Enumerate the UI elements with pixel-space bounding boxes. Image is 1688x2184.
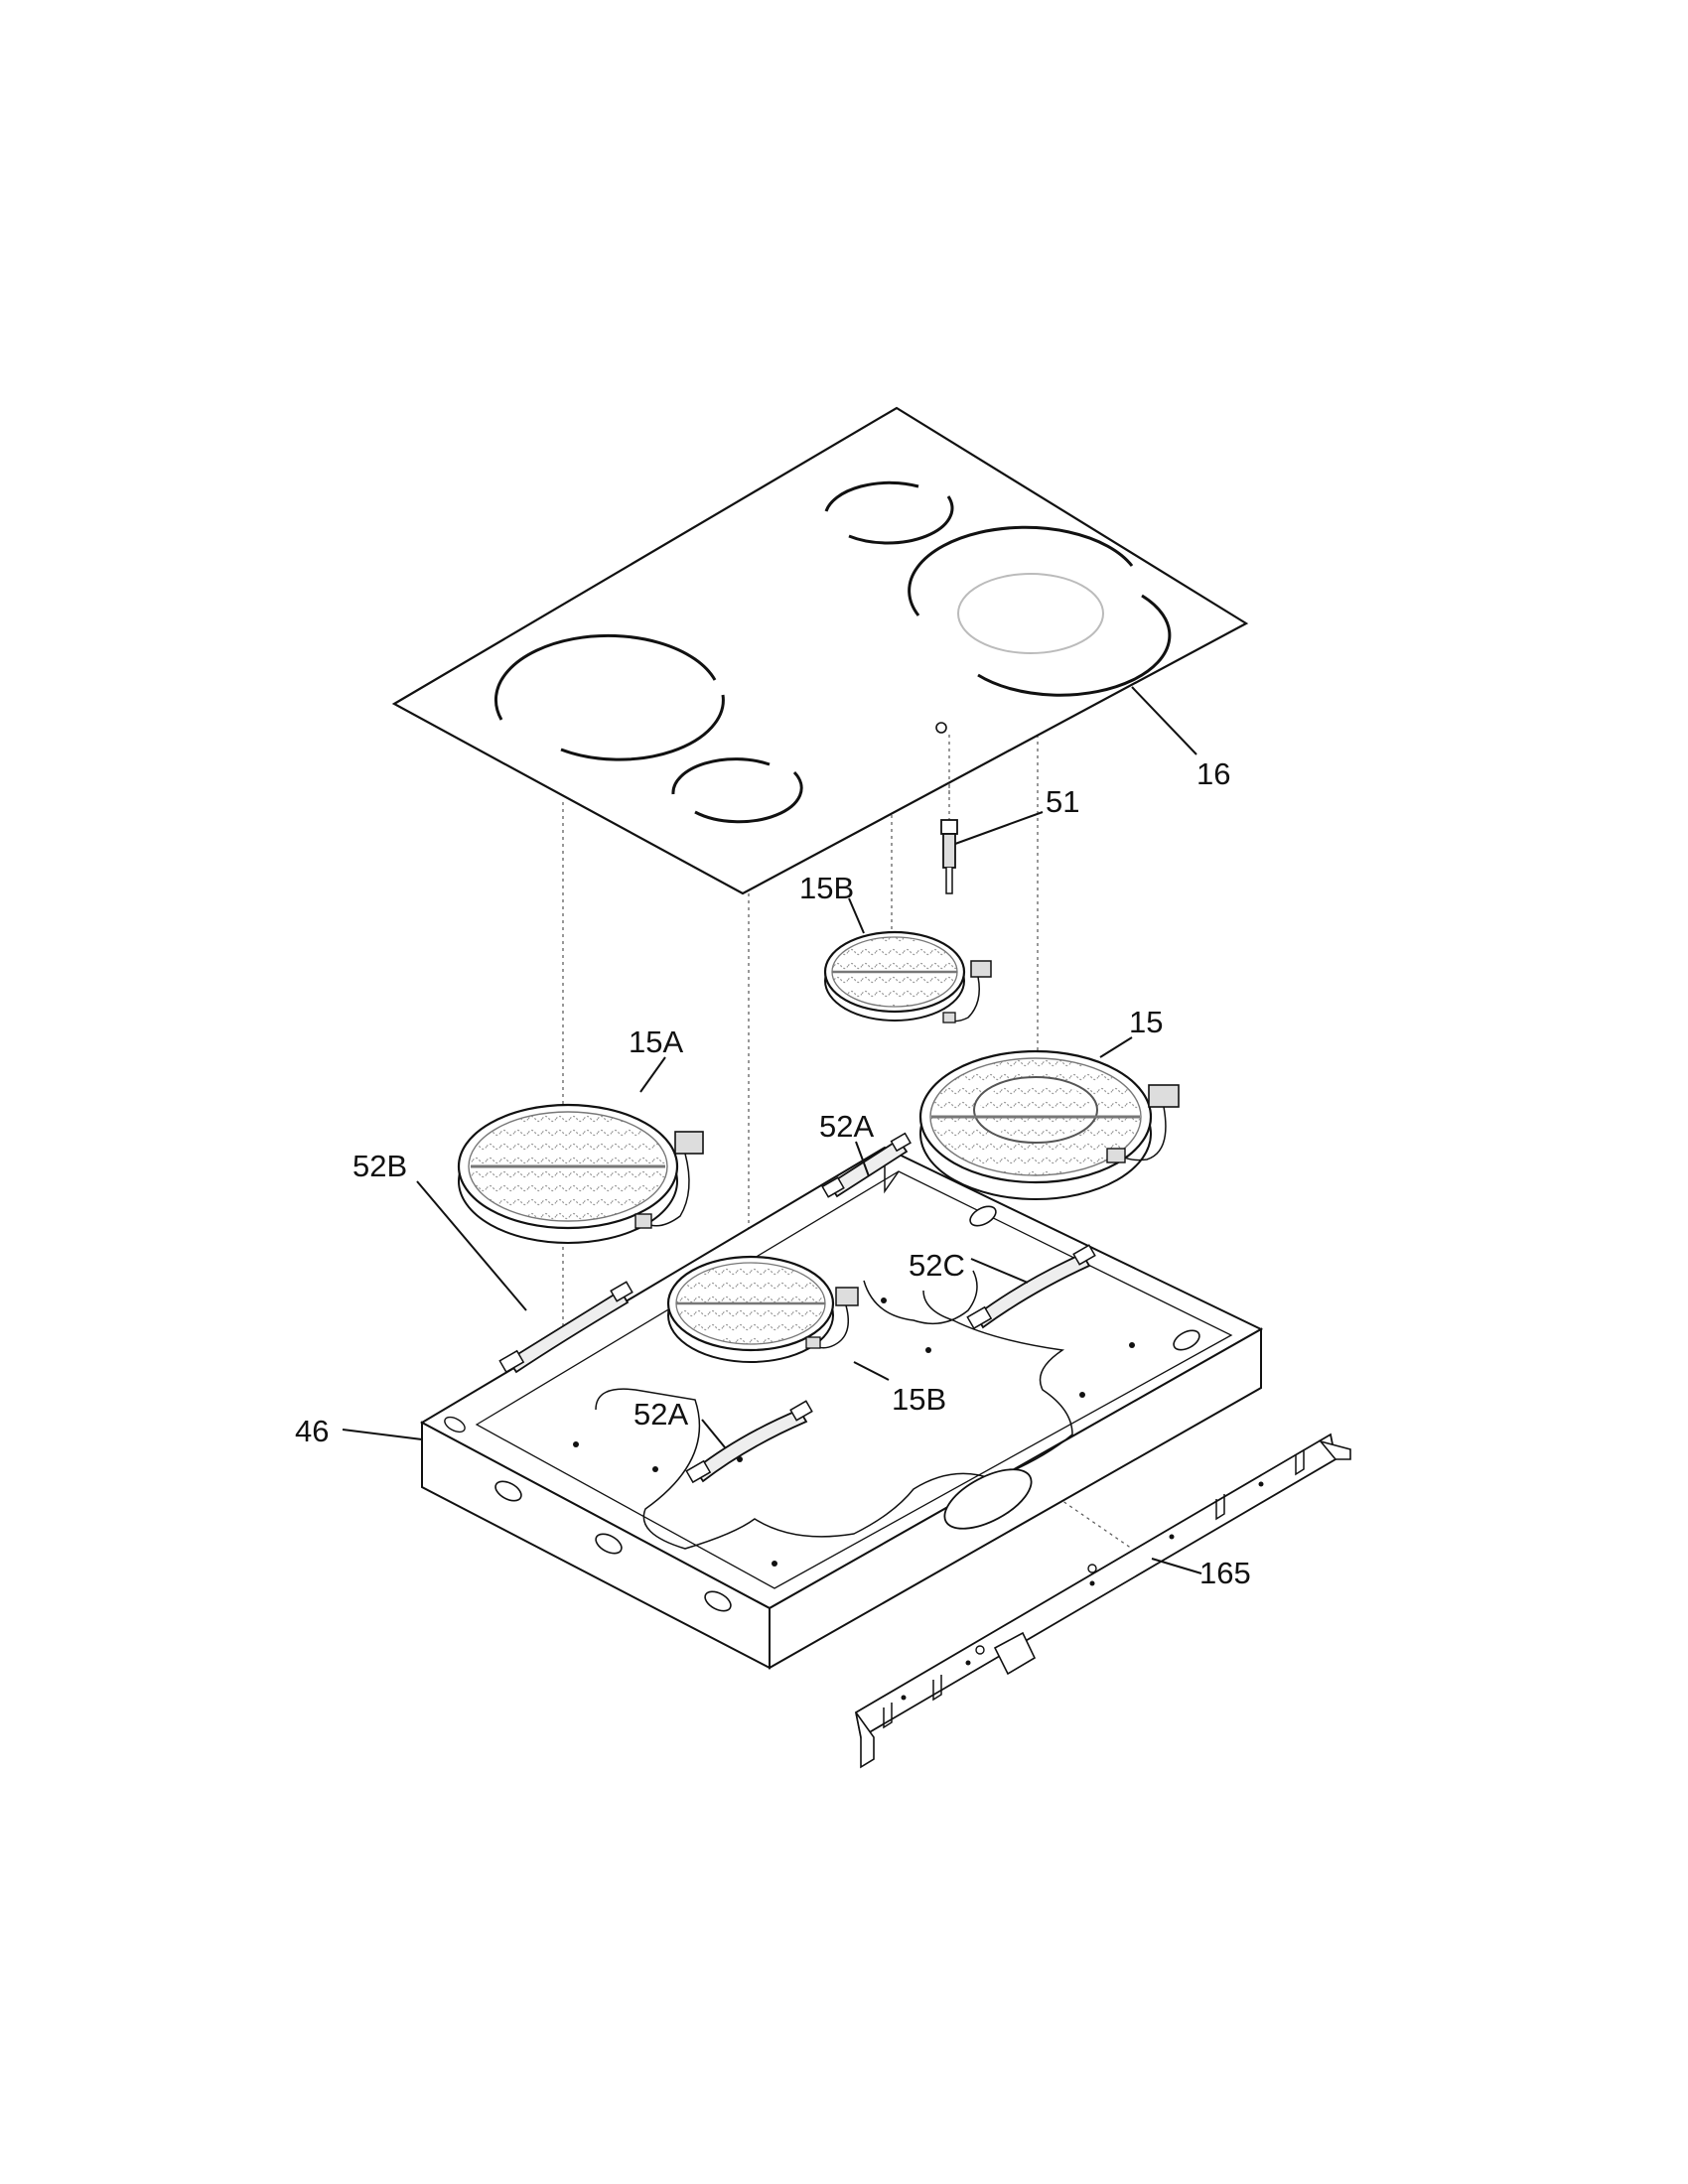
strap-52c [966, 1244, 1096, 1330]
strap-52a-bottom [685, 1400, 813, 1484]
callout-52c: 52C [909, 1248, 965, 1283]
callout-15: 15 [1129, 1005, 1163, 1039]
element-15b-top [823, 930, 992, 1024]
callout-52a-bottom: 52A [633, 1397, 688, 1432]
strap-52b [498, 1281, 633, 1374]
callout-165: 165 [1199, 1556, 1251, 1590]
callout-51: 51 [1046, 784, 1079, 819]
callout-15b-bottom: 15B [892, 1382, 946, 1417]
callout-15a: 15A [629, 1024, 683, 1059]
callout-52a-top: 52A [819, 1109, 874, 1144]
leader-lines [342, 686, 1202, 1574]
element-15a [457, 1103, 704, 1244]
callout-52b: 52B [352, 1149, 407, 1183]
sensor-part [940, 735, 958, 894]
control-bracket [854, 1433, 1351, 1769]
callout-46: 46 [295, 1414, 329, 1448]
callout-16: 16 [1196, 756, 1230, 791]
glass-cooktop [391, 406, 1249, 895]
element-15 [918, 1049, 1180, 1200]
callout-labels: 16 51 15B 15 15A 52A 52B 52C 15B 52A 46 … [295, 756, 1251, 1590]
burner-box [419, 1146, 1264, 1670]
callout-15b-top: 15B [799, 871, 854, 905]
element-15b-bottom [666, 1255, 859, 1363]
strap-52a-top [821, 1132, 912, 1198]
